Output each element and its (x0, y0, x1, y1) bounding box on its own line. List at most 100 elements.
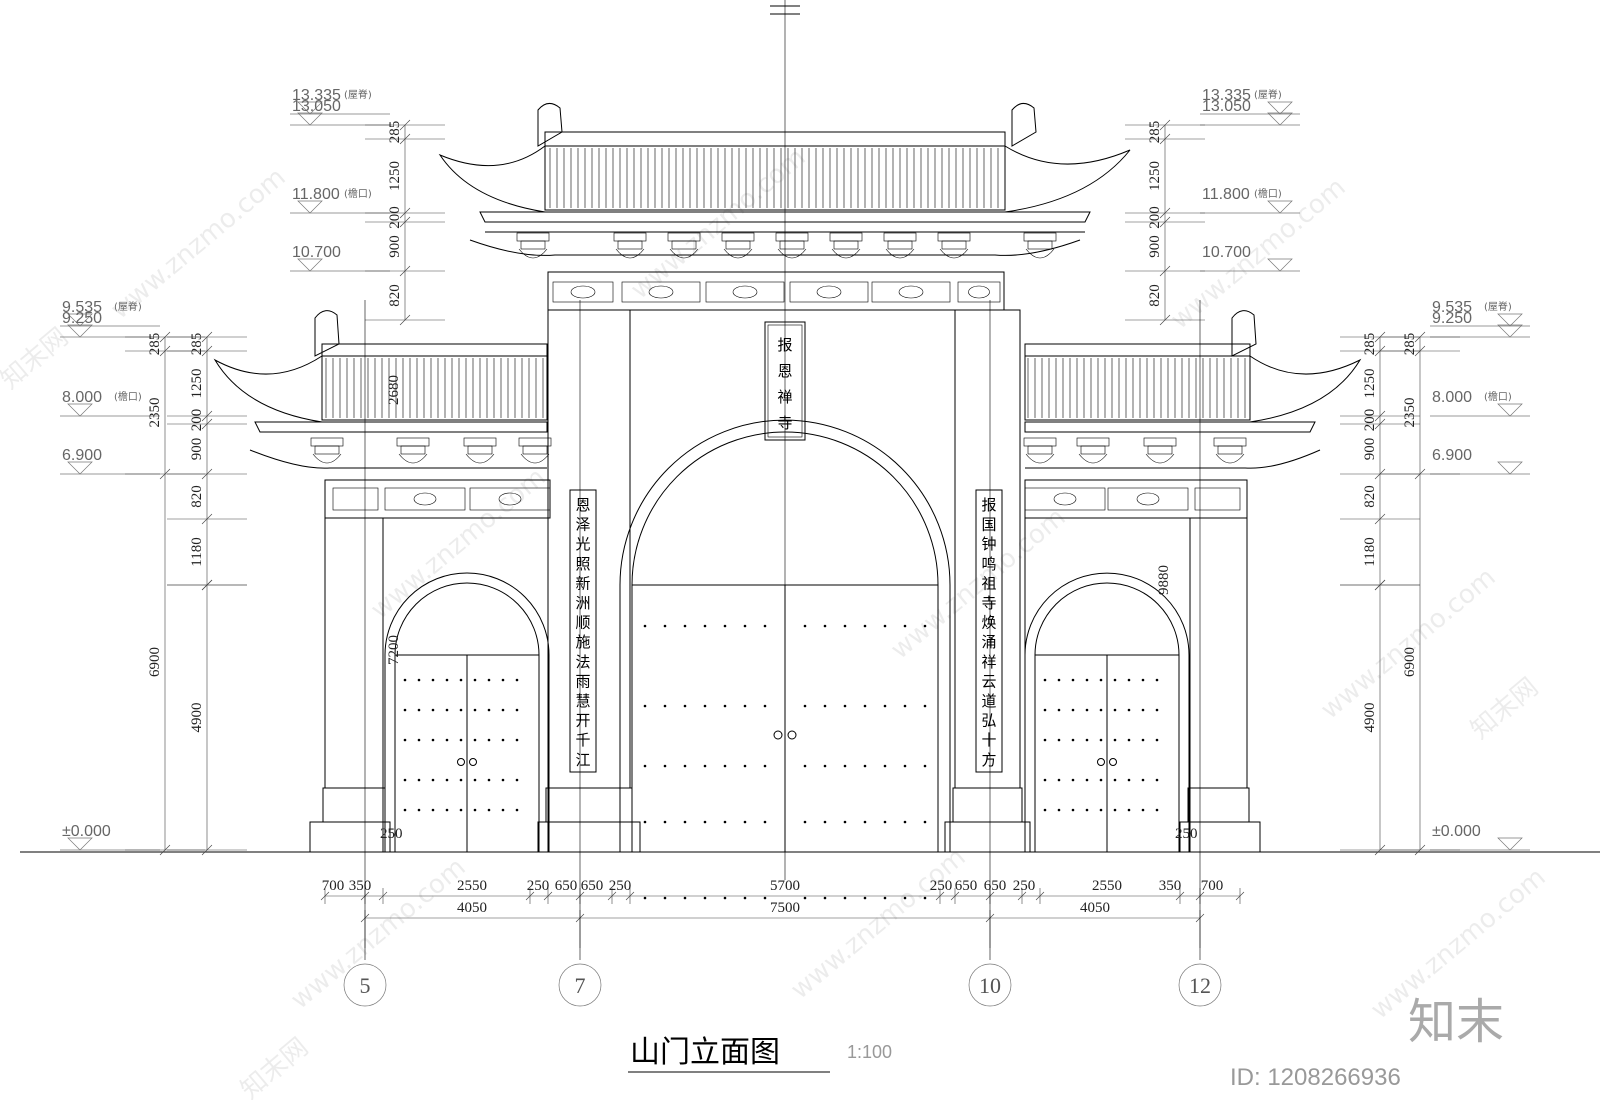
frieze-panel (968, 285, 990, 299)
watermark-cn: 知末网 (0, 322, 74, 395)
bracket-set (885, 248, 915, 259)
door-stud (1043, 708, 1047, 712)
door-stud (923, 764, 927, 768)
vertical-dimensions: 2851250200900820285125020090082028512502… (125, 119, 1460, 856)
dim-label: 700 (1201, 878, 1224, 894)
door-stud (863, 764, 867, 768)
door-stud (1141, 778, 1145, 782)
couplet-char: 法 (575, 653, 590, 671)
dim-label: 900 (189, 438, 205, 461)
dim-label: 250 (380, 826, 403, 842)
dim-label: 6900 (147, 647, 163, 677)
dim-label: 650 (581, 878, 604, 894)
door-stud (431, 708, 435, 712)
dim-label: 1250 (1362, 369, 1378, 399)
level-value: 9.535 (1432, 299, 1472, 316)
door-stud (683, 764, 687, 768)
frieze-panel (816, 285, 842, 299)
frieze-panel (648, 285, 674, 299)
main-plaque-char: 恩 (777, 362, 792, 380)
level-value: 9.250 (1432, 310, 1472, 327)
door-stud (459, 808, 463, 812)
door-stud (1113, 778, 1117, 782)
door-stud (823, 820, 827, 824)
bracket-set (1217, 445, 1243, 455)
central-bracket-sets (516, 232, 1057, 259)
door-stud (459, 678, 463, 682)
couplet-char: 弘 (981, 712, 996, 730)
door-stud (703, 704, 707, 708)
door-stud (763, 896, 767, 900)
bracket-set (939, 248, 969, 259)
door-stud (843, 820, 847, 824)
dim-label: 285 (1402, 333, 1418, 356)
level-value: 11.800 (1202, 186, 1250, 203)
couplet-char: 祥 (981, 653, 996, 671)
level-triangle (67, 324, 93, 338)
level-triangle (1267, 258, 1293, 272)
brand-logo-text: 知末 (1408, 994, 1504, 1050)
door-stud (1113, 738, 1117, 742)
bracket-set (1076, 437, 1110, 447)
frieze-panel (1024, 487, 1106, 511)
dim-label: 820 (387, 284, 403, 307)
level-value: 13.050 (1202, 98, 1251, 115)
level-triangle (1267, 112, 1293, 126)
door-stud (663, 704, 667, 708)
door-stud (501, 738, 505, 742)
door-stud (417, 738, 421, 742)
bracket-set (310, 437, 344, 447)
door-stud (663, 820, 667, 824)
door-stud (643, 820, 647, 824)
door-stud (1099, 678, 1103, 682)
level-triangle (1497, 461, 1523, 475)
door-stud (643, 624, 647, 628)
bracket-set (613, 232, 647, 242)
door-stud (431, 808, 435, 812)
frieze-panel (384, 487, 466, 511)
door-stud (743, 764, 747, 768)
door-stud (515, 808, 519, 812)
axis-label: 10 (979, 973, 1001, 998)
watermark-layer: www.znzmo.com www.znzmo.com www.znzmo.co… (0, 142, 1552, 1105)
couplet-char: 顺 (575, 614, 590, 632)
door-stud (445, 808, 449, 812)
door-stud (663, 896, 667, 900)
door-stud (723, 704, 727, 708)
level-triangle (67, 313, 93, 327)
door-stud (1127, 738, 1131, 742)
door-stud (843, 896, 847, 900)
door-stud (431, 778, 435, 782)
door-stud (663, 764, 667, 768)
door-stud (1155, 738, 1159, 742)
dim-label: 700 (322, 878, 345, 894)
level-value: 13.335 (1202, 87, 1251, 104)
level-note: (檐口) (114, 390, 142, 403)
bracket-set (1145, 453, 1175, 464)
bracket-set (669, 248, 699, 259)
door-stud (1057, 808, 1061, 812)
bracket-set (312, 453, 342, 464)
couplet-char: 洲 (575, 594, 590, 612)
door-stud (417, 708, 421, 712)
dim-label: 9880 (1156, 565, 1172, 595)
bracket-set (398, 453, 428, 464)
level-note: (檐口) (1484, 390, 1512, 403)
door-stud (1043, 678, 1047, 682)
door-stud (473, 738, 477, 742)
level-value: 13.335 (292, 87, 341, 104)
door-stud (823, 896, 827, 900)
frieze-panel (570, 285, 596, 299)
couplet-char: 道 (981, 692, 996, 710)
door-stud (763, 820, 767, 824)
door-stud (1099, 778, 1103, 782)
door-stud (703, 764, 707, 768)
dim-label: 1180 (189, 537, 205, 566)
level-note: (屋脊) (1484, 300, 1512, 313)
central-roof-tiles (549, 148, 999, 208)
door-stud (863, 704, 867, 708)
bracket-set (833, 240, 859, 250)
door-stud (1099, 738, 1103, 742)
